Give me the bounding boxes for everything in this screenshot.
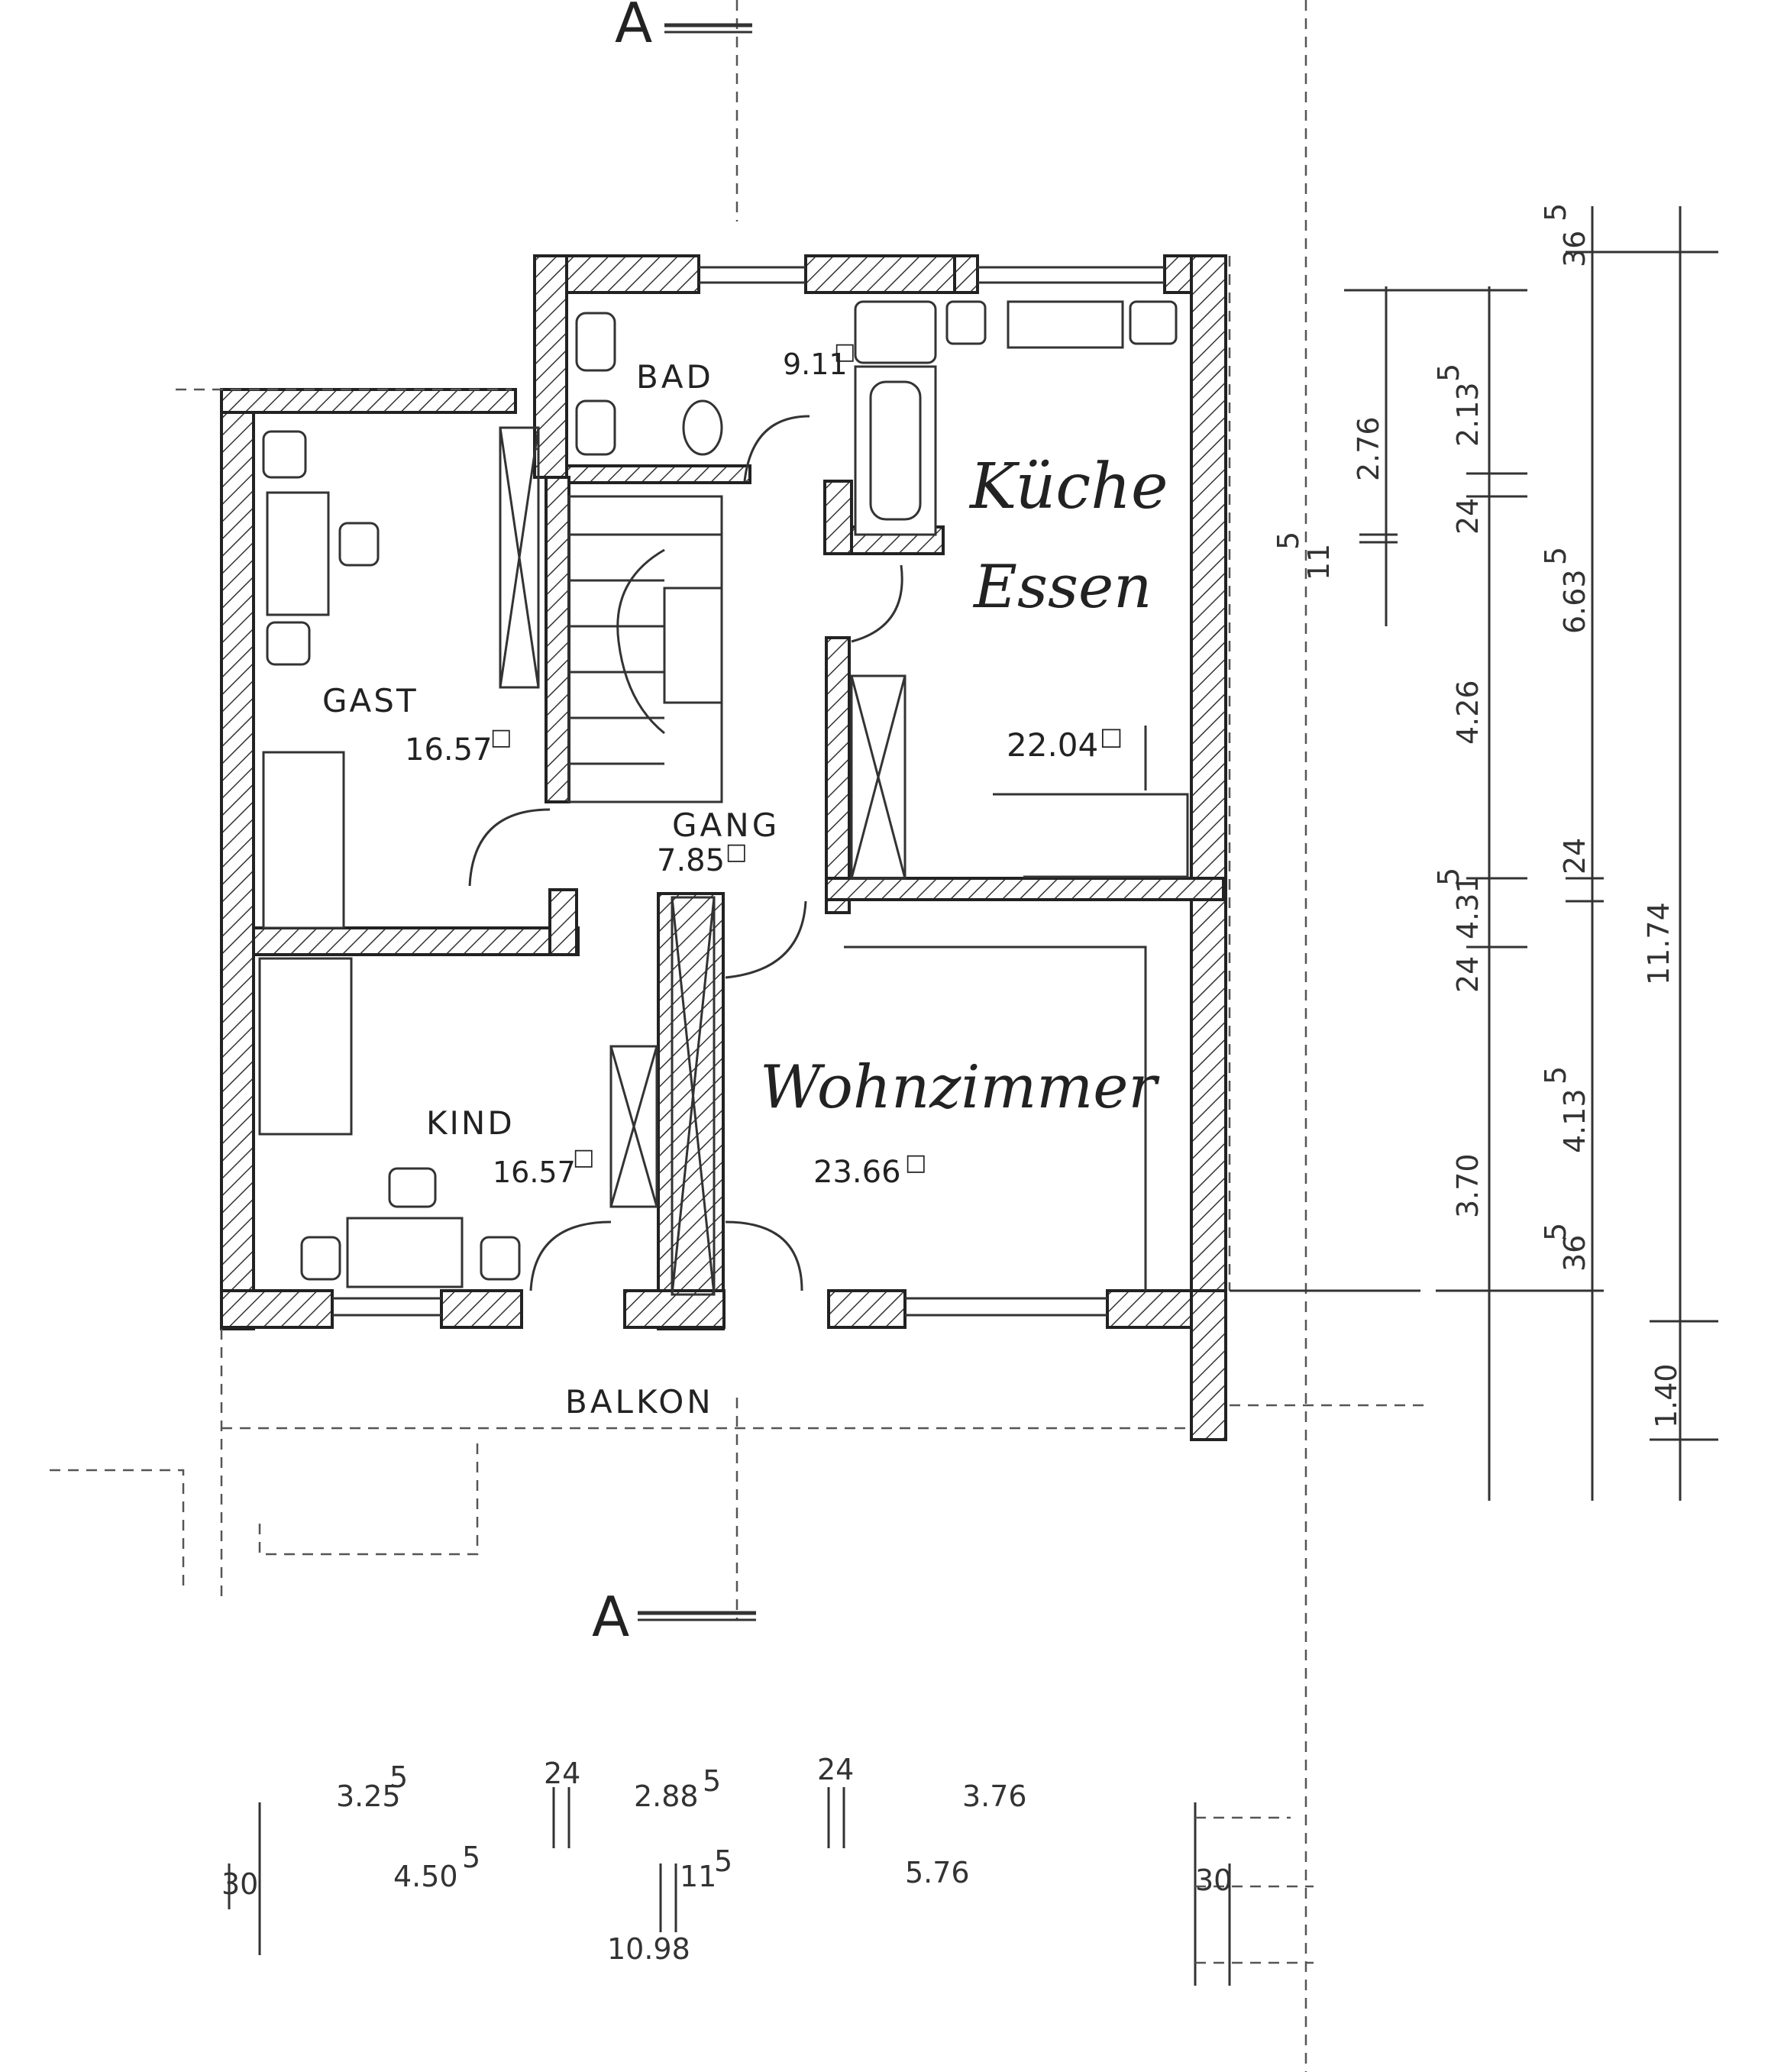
dim-5-76: 5.76 <box>905 1856 970 1889</box>
dim-2-13-5-sup: 5 <box>1432 364 1466 382</box>
room-label-gast: GAST <box>322 682 419 719</box>
room-area-wohnzimmer: 23.66 <box>813 1155 901 1190</box>
dim-30-bottom-b: 30 <box>1195 1864 1232 1897</box>
room-label-kueche: Küche <box>968 451 1168 523</box>
wardrobes <box>499 426 907 1296</box>
dim-10-98: 10.98 <box>607 1932 690 1966</box>
kitchen-fixtures <box>945 300 1189 878</box>
dim-6-63-5-sup: 5 <box>1539 547 1572 565</box>
dimensions-right: 2.76 11 5 2.13 5 24 36 5 6.63 5 4.26 4.3… <box>1272 203 1683 1428</box>
reference-lines <box>176 0 1420 2072</box>
section-mark-bottom: A <box>592 1585 629 1649</box>
child-room-furniture <box>258 957 521 1288</box>
dim-11-5-bottom-sup: 5 <box>714 1844 732 1878</box>
dimension-lines-right <box>1344 206 1718 1501</box>
balcony-outline <box>50 1329 1428 1596</box>
dim-4-50-5-sup: 5 <box>462 1841 480 1874</box>
room-label-balkon: BALKON <box>565 1383 714 1421</box>
dim-3-76: 3.76 <box>962 1779 1027 1813</box>
room-area-kueche: 22.04 <box>1007 726 1098 764</box>
dim-24-a: 24 <box>1451 498 1485 535</box>
doors <box>468 415 903 1291</box>
dim-24-bottom-a: 24 <box>544 1757 580 1790</box>
area-unit-kind: □ <box>573 1144 594 1171</box>
room-area-gast: 16.57 <box>405 732 493 768</box>
dim-4-26: 4.26 <box>1451 680 1485 745</box>
living-room-outline <box>844 945 1147 1291</box>
area-unit-gang: □ <box>726 839 747 865</box>
dim-24-bottom-b: 24 <box>817 1753 854 1786</box>
room-area-bad: 9.11 <box>783 347 848 381</box>
area-unit-kueche: □ <box>1100 722 1123 751</box>
dimensions-bottom: 3.25 5 24 2.88 5 24 3.76 30 4.50 5 11 5 … <box>221 1753 1232 1966</box>
walls <box>220 254 1227 1441</box>
dim-2-76: 2.76 <box>1352 416 1385 481</box>
section-mark-top: A <box>615 0 652 55</box>
room-label-bad: BAD <box>636 358 714 396</box>
dim-11-5-bottom: 11 <box>680 1860 716 1893</box>
dim-4-50-5: 4.50 <box>393 1860 458 1893</box>
dim-36-5-top: 36 <box>1558 231 1592 267</box>
dim-1-40: 1.40 <box>1650 1363 1683 1428</box>
dim-6-63-5: 6.63 <box>1558 569 1592 634</box>
room-area-gang: 7.85 <box>657 843 725 878</box>
dim-4-13-5-sup: 5 <box>1539 1066 1572 1084</box>
windows <box>332 266 1165 1317</box>
dim-3-70: 3.70 <box>1451 1153 1485 1218</box>
dim-36-5-top-sup: 5 <box>1539 203 1572 221</box>
room-label-wohnzimmer: Wohnzimmer <box>760 1053 1160 1122</box>
dim-24-c: 24 <box>1451 956 1485 993</box>
section-line <box>638 0 756 1621</box>
dim-30-bottom-a: 30 <box>221 1867 258 1901</box>
dim-3-25-5: 3.25 <box>336 1779 401 1813</box>
dim-24-b: 24 <box>1558 838 1592 874</box>
dim-2-13-5: 2.13 <box>1451 382 1485 447</box>
staircase <box>567 495 723 803</box>
dim-36-5-bot: 36 <box>1558 1235 1592 1272</box>
dim-4-31-5-sup: 5 <box>1432 868 1466 886</box>
area-unit-gast: □ <box>490 724 512 751</box>
room-label-essen: Essen <box>972 553 1152 622</box>
room-label-gang: GANG <box>672 806 780 844</box>
area-unit-wohnzimmer: □ <box>905 1149 926 1176</box>
dim-2-88-5-sup: 5 <box>703 1764 721 1798</box>
bathroom-fixtures <box>575 300 937 536</box>
area-unit-bad: □ <box>834 338 855 365</box>
dim-11-74: 11.74 <box>1642 902 1676 985</box>
dimension-lines-bottom <box>228 1787 1314 1986</box>
dim-4-31-5: 4.31 <box>1451 874 1485 939</box>
room-label-kind: KIND <box>426 1104 515 1142</box>
guest-room-furniture <box>262 430 380 929</box>
dim-2-88-5: 2.88 <box>634 1779 699 1813</box>
dim-4-13-5: 4.13 <box>1558 1088 1592 1153</box>
dim-11-5-sup: 5 <box>1272 532 1305 550</box>
dim-11-5: 11 <box>1302 544 1336 580</box>
room-area-kind: 16.57 <box>493 1156 576 1189</box>
dim-36-5-bot-sup: 5 <box>1539 1223 1572 1241</box>
dim-3-25-5-sup: 5 <box>389 1760 408 1794</box>
